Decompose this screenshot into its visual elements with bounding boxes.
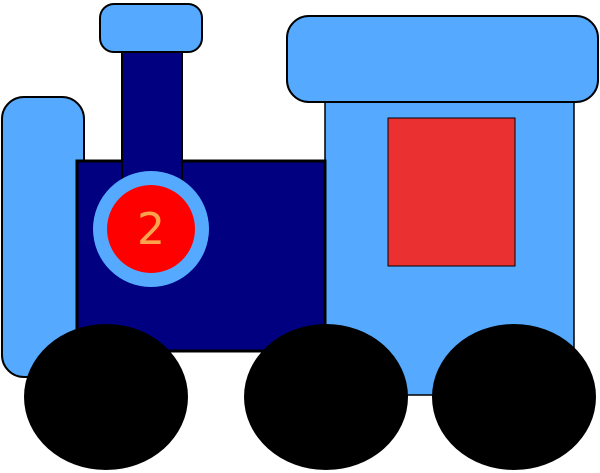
smokestack bbox=[121, 44, 183, 181]
number-badge bbox=[107, 185, 195, 273]
wheel-rear bbox=[432, 324, 596, 470]
wheel-front bbox=[24, 324, 188, 470]
cab-roof bbox=[286, 15, 599, 103]
engine-number: 2 bbox=[137, 204, 165, 255]
smokestack-cap bbox=[99, 3, 203, 53]
cab-window bbox=[387, 117, 516, 267]
wheel-middle bbox=[244, 324, 408, 470]
